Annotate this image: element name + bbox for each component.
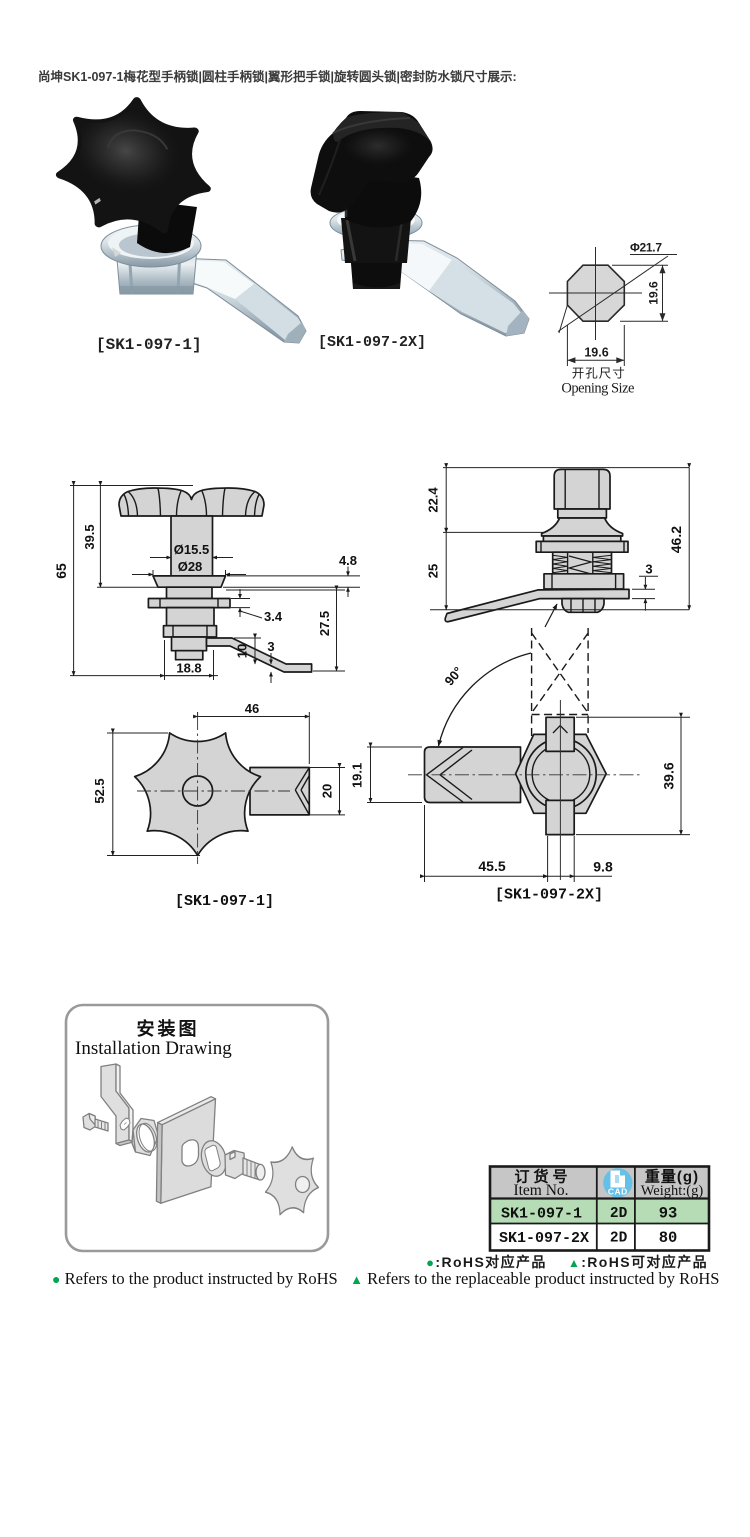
svg-text:39.5: 39.5 <box>82 524 97 549</box>
svg-text:80: 80 <box>659 1229 678 1247</box>
svg-text:39.6: 39.6 <box>660 762 676 789</box>
svg-text:3: 3 <box>267 639 274 654</box>
svg-text:46: 46 <box>245 701 259 716</box>
svg-text:SK1-097-1: SK1-097-1 <box>501 1206 582 1223</box>
svg-text:Ø28: Ø28 <box>178 559 203 574</box>
svg-text:Installation Drawing: Installation Drawing <box>75 1038 232 1059</box>
svg-text:9.8: 9.8 <box>593 859 613 875</box>
svg-text:25: 25 <box>426 564 441 578</box>
svg-text:19.1: 19.1 <box>350 763 365 788</box>
svg-text:[SK1-097-2X]: [SK1-097-2X] <box>495 887 603 904</box>
svg-text:19.6: 19.6 <box>584 346 608 360</box>
svg-text:订货号: 订货号 <box>514 1168 571 1186</box>
svg-text:CAD: CAD <box>608 1187 628 1197</box>
svg-text:[SK1-097-1]: [SK1-097-1] <box>175 893 274 910</box>
svg-text:安装图: 安装图 <box>137 1018 200 1039</box>
svg-text:[SK1-097-1]: [SK1-097-1] <box>96 336 202 354</box>
svg-text:46.2: 46.2 <box>668 526 684 553</box>
svg-text:Ø15.5: Ø15.5 <box>174 542 209 557</box>
svg-text:52.5: 52.5 <box>92 778 107 803</box>
svg-text:90°: 90° <box>441 664 465 689</box>
svg-text:20: 20 <box>320 784 335 798</box>
svg-text:19.6: 19.6 <box>647 281 661 305</box>
svg-text:2D: 2D <box>610 1206 628 1222</box>
svg-text:Item No.: Item No. <box>513 1182 568 1199</box>
svg-text:2D: 2D <box>610 1231 628 1247</box>
svg-text:27.5: 27.5 <box>317 611 332 636</box>
svg-text:4.8: 4.8 <box>339 553 357 568</box>
svg-text:Opening Size: Opening Size <box>561 381 634 397</box>
svg-text:SK1-097-2X: SK1-097-2X <box>499 1230 589 1247</box>
svg-text:18.8: 18.8 <box>176 661 201 676</box>
svg-text:Weight:(g): Weight:(g) <box>641 1183 704 1199</box>
svg-text:重量(g): 重量(g) <box>645 1168 699 1186</box>
svg-text:3.4: 3.4 <box>264 609 283 624</box>
svg-text:[SK1-097-2X]: [SK1-097-2X] <box>318 334 426 351</box>
svg-text:Φ21.7: Φ21.7 <box>630 241 662 255</box>
svg-text:45.5: 45.5 <box>478 858 505 874</box>
svg-text:开孔尺寸: 开孔尺寸 <box>572 367 626 381</box>
svg-text:3: 3 <box>645 562 652 577</box>
svg-text:93: 93 <box>659 1205 678 1223</box>
svg-text:10: 10 <box>235 644 250 658</box>
svg-text:65: 65 <box>53 563 69 579</box>
svg-text:22.4: 22.4 <box>426 487 441 513</box>
